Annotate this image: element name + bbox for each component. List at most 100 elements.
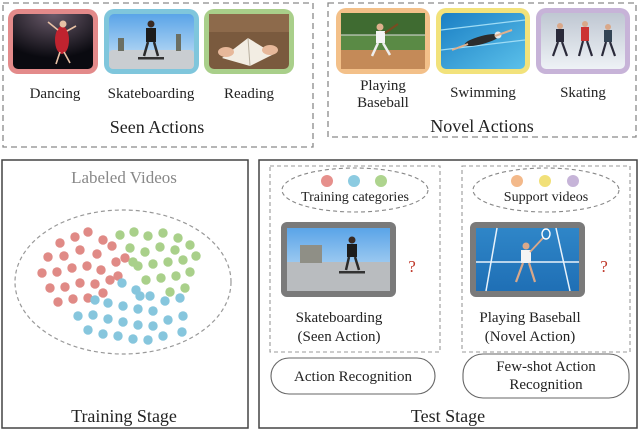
video-embedding-dot-red [83, 227, 93, 237]
video-embedding-dot-blue [148, 321, 158, 331]
unknown-label-question-mark-right: ? [600, 257, 608, 276]
video-embedding-dot-green [171, 271, 181, 281]
video-embedding-dot-red [37, 268, 47, 278]
video-embedding-dot-blue [73, 311, 83, 321]
seen-panel-title: Seen Actions [110, 117, 205, 137]
action-recognition-box [270, 357, 436, 395]
novel-panel-title: Novel Actions [430, 116, 534, 136]
video-embedding-dot-green [178, 255, 188, 265]
video-embedding-dot-blue [135, 291, 145, 301]
seen-label-dancing: Dancing [30, 86, 81, 102]
seen-actions-panel: Dancing Skateboarding Reading Seen Actio… [2, 2, 314, 148]
video-embedding-dot-red [120, 253, 130, 263]
training-panel-border [1, 159, 249, 429]
video-embedding-dot-blue [117, 278, 127, 288]
action-recognition-label: Action Recognition [294, 369, 412, 385]
video-embedding-dot-blue [128, 334, 138, 344]
video-embedding-dot-green [173, 233, 183, 243]
query-video-subtitle-right: (Novel Action) [485, 329, 575, 345]
test-stage-panel: Training categories ? Skateboarding (See… [258, 159, 638, 429]
video-embedding-dot-red [59, 251, 69, 261]
cluster-dots [37, 227, 201, 345]
video-embedding-dot-red [96, 265, 106, 275]
video-embedding-dot-blue [103, 314, 113, 324]
novel-actions-panel: Playing Baseball Swimming Skating Novel … [327, 2, 637, 138]
video-embedding-dot-red [70, 232, 80, 242]
video-embedding-dot-green [141, 275, 151, 285]
test-panel-border [258, 159, 638, 429]
video-embedding-dot-green [140, 247, 150, 257]
support-dot-yellow [539, 175, 551, 187]
video-embedding-dot-green [158, 228, 168, 238]
seen-panel-border [2, 2, 314, 148]
video-embedding-dot-red [60, 282, 70, 292]
thumbnail-dancing [8, 9, 98, 74]
video-embedding-dot-red [75, 278, 85, 288]
training-stage-panel: Labeled Videos Training Stage [1, 159, 249, 429]
video-embedding-dot-green [191, 251, 201, 261]
video-embedding-dot-red [67, 263, 77, 273]
video-embedding-dot-blue [103, 298, 113, 308]
video-embedding-dot-green [156, 273, 166, 283]
video-embedding-dot-red [92, 249, 102, 259]
thumbnail-reading [204, 9, 294, 74]
support-videos-label: Support videos [504, 190, 588, 205]
video-embedding-dot-green [185, 267, 195, 277]
query-video-subtitle-left: (Seen Action) [298, 329, 381, 345]
video-embedding-dot-blue [118, 301, 128, 311]
video-embedding-dot-red [43, 252, 53, 262]
seen-label-skateboarding: Skateboarding [108, 86, 195, 102]
video-embedding-dot-blue [118, 317, 128, 327]
query-video-tennis [470, 222, 585, 297]
novel-label-baseball-line2: Baseball [357, 95, 409, 111]
novel-label-skating: Skating [560, 85, 606, 101]
cluster-ellipse [14, 209, 232, 355]
unknown-label-question-mark-left: ? [408, 257, 416, 276]
video-embedding-dot-red [111, 257, 121, 267]
category-dot-green [375, 175, 387, 187]
category-dot-blue [348, 175, 360, 187]
category-dot-red [321, 175, 333, 187]
query-video-title-left: Skateboarding [296, 310, 383, 326]
novel-label-baseball-line1: Playing [360, 78, 406, 94]
few-shot-recognition-line2: Recognition [509, 377, 583, 393]
video-embedding-dot-green [128, 257, 138, 267]
video-embedding-dot-blue [148, 306, 158, 316]
seen-label-reading: Reading [224, 86, 274, 102]
video-embedding-dot-blue [175, 293, 185, 303]
video-embedding-dot-red [113, 271, 123, 281]
video-embedding-dot-blue [133, 320, 143, 330]
thumbnail-skating [536, 8, 630, 74]
video-embedding-dot-red [90, 279, 100, 289]
video-embedding-dot-blue [90, 295, 100, 305]
video-embedding-dot-green [163, 257, 173, 267]
few-shot-recognition-box [462, 353, 630, 399]
support-dot-purple [567, 175, 579, 187]
video-embedding-dot-blue [163, 315, 173, 325]
few-shot-recognition-line1: Few-shot Action [496, 359, 596, 375]
video-embedding-dot-red [75, 245, 85, 255]
video-embedding-dot-green [125, 243, 135, 253]
video-embedding-dot-blue [160, 296, 170, 306]
video-embedding-dot-blue [158, 331, 168, 341]
training-stage-caption: Training Stage [71, 406, 177, 426]
support-dot-orange [511, 175, 523, 187]
video-embedding-dot-green [170, 245, 180, 255]
video-embedding-dot-green [143, 231, 153, 241]
video-embedding-dot-green [180, 283, 190, 293]
video-embedding-dot-red [105, 275, 115, 285]
video-embedding-dot-blue [88, 310, 98, 320]
video-embedding-dot-red [55, 238, 65, 248]
video-embedding-dot-green [115, 230, 125, 240]
video-embedding-dot-red [82, 261, 92, 271]
query-video-skateboarding [281, 222, 396, 297]
video-embedding-dot-red [98, 288, 108, 298]
video-embedding-dot-green [185, 240, 195, 250]
test-stage-caption: Test Stage [411, 406, 485, 426]
support-videos-bubble [472, 167, 620, 213]
thumbnail-playing-baseball [336, 8, 430, 74]
video-embedding-dot-blue [145, 291, 155, 301]
video-embedding-dot-blue [83, 325, 93, 335]
video-embedding-dot-green [165, 287, 175, 297]
